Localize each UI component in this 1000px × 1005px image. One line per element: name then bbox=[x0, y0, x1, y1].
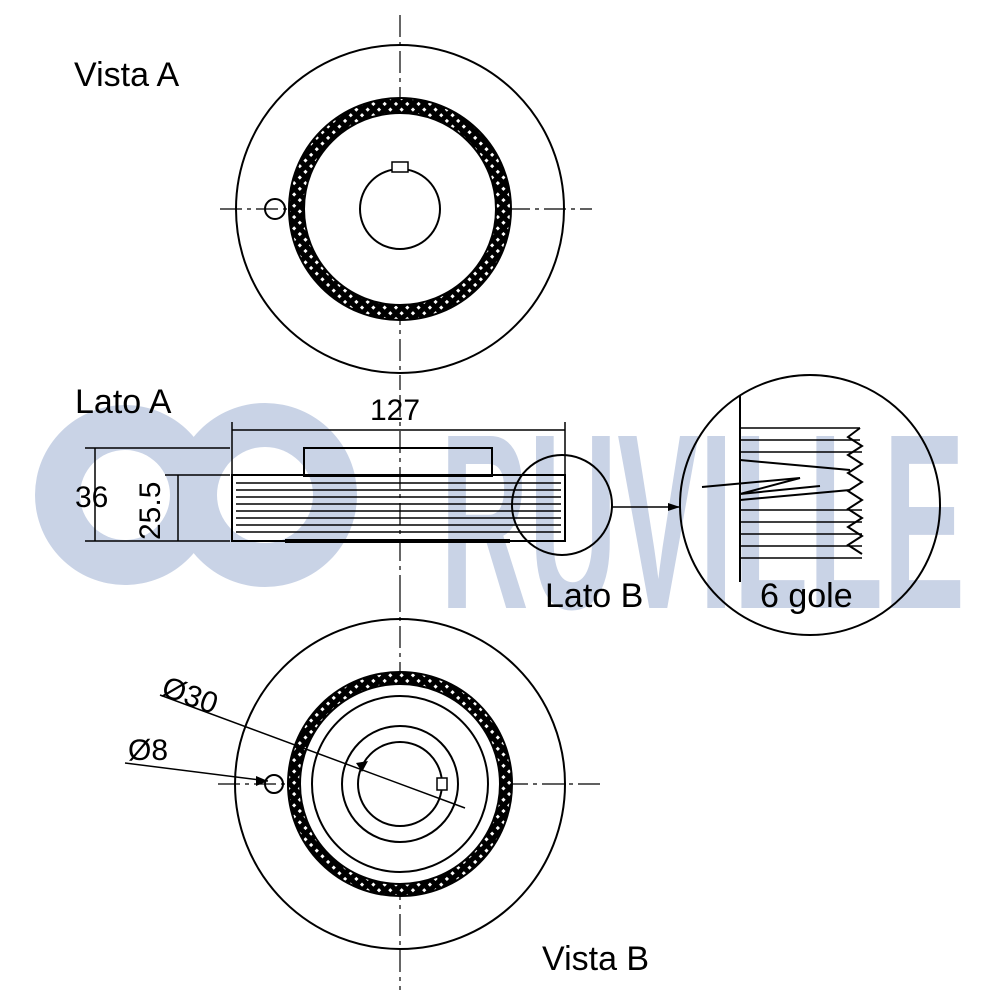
width-dimension: 127 bbox=[370, 394, 420, 427]
view-a-label: Vista A bbox=[74, 56, 180, 94]
view-b-label: Vista B bbox=[542, 940, 649, 978]
belt-height-dimension: 25.5 bbox=[134, 482, 167, 540]
overall-height-dimension: 36 bbox=[75, 481, 108, 514]
groove-detail-drawing bbox=[679, 374, 941, 636]
hole-diameter-dimension: Ø8 bbox=[128, 734, 168, 767]
side-a-label: Lato A bbox=[75, 383, 172, 421]
side-profile-drawing bbox=[85, 395, 680, 590]
side-b-label: Lato B bbox=[545, 577, 643, 615]
grooves-label: 6 gole bbox=[760, 577, 853, 615]
view-a-drawing bbox=[220, 15, 592, 390]
bore-diameter-dimension: Ø30 bbox=[158, 671, 223, 721]
watermark-text: RUVILLE bbox=[440, 382, 965, 661]
view-b-drawing bbox=[124, 590, 600, 990]
